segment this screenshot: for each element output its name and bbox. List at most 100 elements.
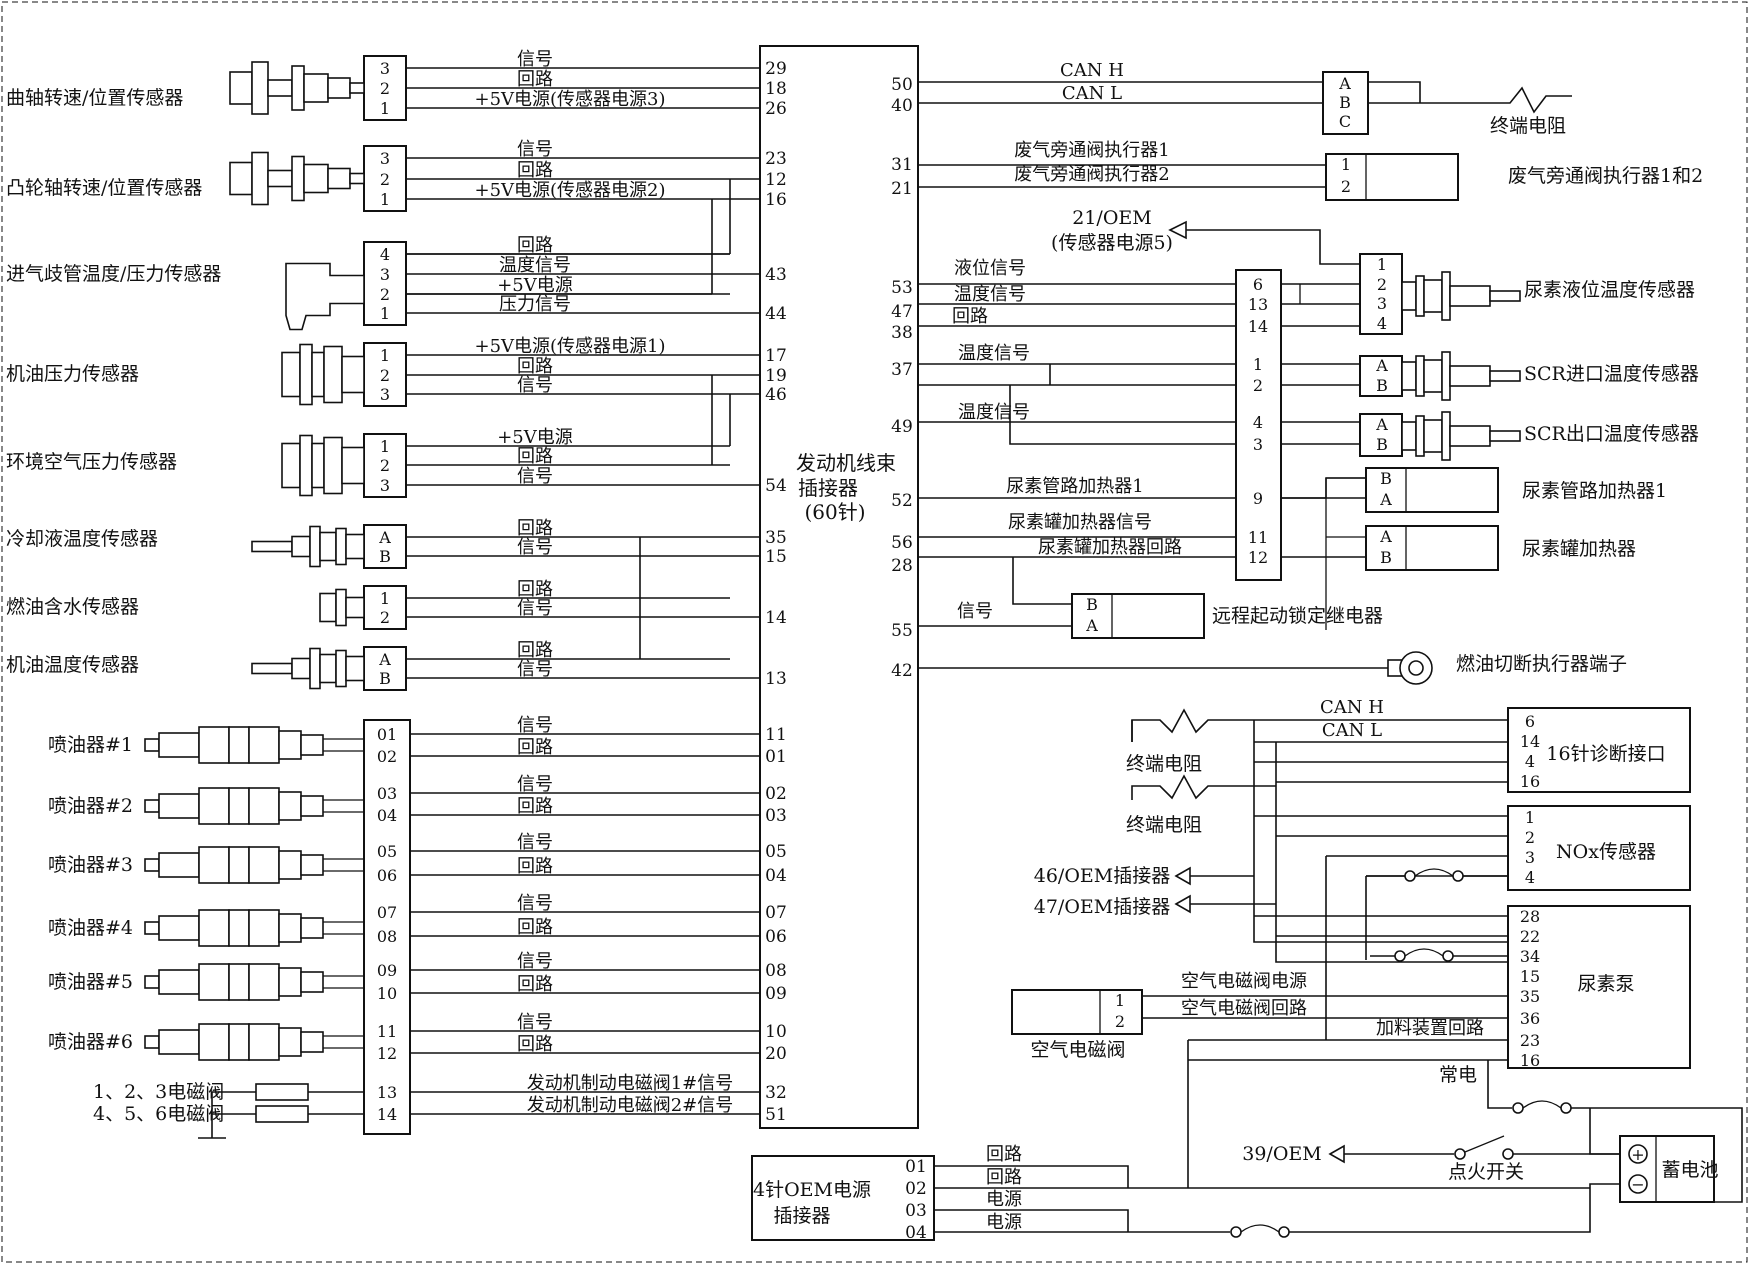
wastegate-wire-2: 废气旁通阀执行器2 bbox=[1014, 164, 1169, 185]
battery-plus-icon bbox=[1628, 1144, 1648, 1164]
wire-relay-sig: 信号 bbox=[957, 601, 993, 622]
fuse-oem-icon bbox=[1230, 1224, 1290, 1238]
tank-heater-label: 尿素罐加热器 bbox=[1522, 538, 1636, 560]
ecu-pin-51: 51 bbox=[765, 1105, 787, 1125]
air-cav-2: 2 bbox=[1115, 1012, 1125, 1031]
oem-21-label: 21/OEM bbox=[1072, 207, 1151, 229]
oem-pin-04: 04 bbox=[905, 1223, 927, 1243]
wire-label-coolant-1: 信号 bbox=[517, 537, 553, 558]
inj-wire-label-10: 回路 bbox=[517, 974, 553, 995]
inj-wire-label-08: 回路 bbox=[517, 917, 553, 938]
sensor-label-coolant: 冷却液温度传感器 bbox=[6, 528, 158, 550]
inj-cav-02: 02 bbox=[377, 747, 397, 766]
hub-cav-14: 14 bbox=[1248, 317, 1268, 336]
wire-label-oilt-1: 信号 bbox=[517, 659, 553, 680]
nox-cav-4: 4 bbox=[1525, 868, 1535, 887]
cavity-oilp-2: 2 bbox=[380, 366, 390, 385]
pin-40: 40 bbox=[891, 96, 913, 116]
fuel-cut-label: 燃油切断执行器端子 bbox=[1456, 653, 1627, 675]
diag-label: 16针诊断接口 bbox=[1546, 743, 1665, 765]
diag-cav-14: 14 bbox=[1520, 732, 1540, 751]
term2-label: 终端电阻 bbox=[1126, 814, 1202, 836]
wire-label-oilp-2: 信号 bbox=[517, 375, 553, 396]
wire-label-crank-2: +5V电源(传感器电源3) bbox=[474, 89, 665, 110]
nox-cav-3: 3 bbox=[1525, 848, 1535, 867]
ecu-subtitle: 插接器 bbox=[798, 476, 858, 500]
inj-cav-08: 08 bbox=[377, 927, 397, 946]
inj-wire-label-01: 信号 bbox=[517, 715, 553, 736]
inj-wire-label-09: 信号 bbox=[517, 951, 553, 972]
oem39-label: 39/OEM bbox=[1242, 1143, 1321, 1165]
ecu-pin-16: 16 bbox=[765, 190, 787, 210]
air-solenoid-box bbox=[1011, 989, 1143, 1035]
ignition-switch-icon bbox=[1454, 1135, 1514, 1160]
tank-heater-box bbox=[1365, 525, 1499, 571]
ecu-pin-23: 23 bbox=[765, 149, 787, 169]
connector-water bbox=[363, 585, 407, 630]
cavity-water-2: 2 bbox=[380, 608, 390, 627]
cavity-cam-1: 1 bbox=[380, 190, 390, 209]
wire-level: 液位信号 bbox=[954, 258, 1026, 279]
ecu-pin-17: 17 bbox=[765, 346, 787, 366]
urea-level-cav-4: 4 bbox=[1377, 314, 1387, 333]
wire-tank-ret: 尿素罐加热器回路 bbox=[1038, 537, 1182, 558]
ecu-pin-18: 18 bbox=[765, 79, 787, 99]
can-terminator-label: 终端电阻 bbox=[1490, 115, 1566, 137]
diag-can-l: CAN L bbox=[1322, 720, 1382, 741]
terminator-2-wire bbox=[1131, 774, 1276, 800]
cavity-crank-2: 2 bbox=[380, 79, 390, 98]
ecu-pin-54: 54 bbox=[765, 476, 787, 496]
air-cav-1: 1 bbox=[1115, 991, 1125, 1010]
inj-wire-label-06: 回路 bbox=[517, 856, 553, 877]
ecu-pin-count: (60针) bbox=[804, 500, 865, 524]
cavity-cam-3: 3 bbox=[380, 149, 390, 168]
battery-minus-icon bbox=[1628, 1174, 1648, 1194]
ground-icon bbox=[198, 1092, 226, 1139]
pin-37: 37 bbox=[891, 360, 913, 380]
cavity-intake-2: 2 bbox=[380, 285, 390, 304]
scr-out-cav-a: A bbox=[1375, 415, 1388, 434]
can-cav-c: C bbox=[1339, 112, 1351, 131]
air-power-label: 空气电磁阀电源 bbox=[1181, 971, 1307, 992]
pump-cav-28: 28 bbox=[1520, 907, 1540, 926]
diag-cav-16: 16 bbox=[1520, 772, 1540, 791]
brake-wire-label-14: 发动机制动电磁阀2#信号 bbox=[527, 1095, 734, 1116]
ecu-pin-06: 06 bbox=[765, 927, 787, 947]
fuel-cut-terminal-icon bbox=[1387, 651, 1433, 685]
inj-cav-06: 06 bbox=[377, 866, 397, 885]
diag-can-h: CAN H bbox=[1320, 697, 1384, 718]
wire-label-water-1: 信号 bbox=[517, 598, 553, 619]
scr-out-label: SCR出口温度传感器 bbox=[1524, 423, 1699, 445]
ecu-pin-11: 11 bbox=[765, 725, 787, 745]
inj-cav-05: 05 bbox=[377, 842, 397, 861]
wire-label-crank-0: 信号 bbox=[517, 49, 553, 70]
ecu-pin-12: 12 bbox=[765, 170, 787, 190]
oem-pin-02: 02 bbox=[905, 1179, 927, 1199]
inj-cav-03: 03 bbox=[377, 784, 397, 803]
oem-21-sub: (传感器电源5) bbox=[1051, 232, 1173, 254]
can-cav-b: B bbox=[1339, 93, 1351, 112]
fuse-nox-icon bbox=[1404, 868, 1464, 882]
cavity-oilp-1: 1 bbox=[380, 346, 390, 365]
hub-cav-2: 2 bbox=[1253, 376, 1263, 395]
oem-wire-02: 回路 bbox=[986, 1167, 1022, 1188]
air-solenoid-label: 空气电磁阀 bbox=[1030, 1039, 1125, 1061]
oem47-label: 47/OEM插接器 bbox=[1034, 896, 1170, 918]
sensor-label-cam: 凸轮轴转速/位置传感器 bbox=[6, 177, 202, 199]
pin-28: 28 bbox=[891, 556, 913, 576]
hub-cav-11: 11 bbox=[1248, 528, 1268, 547]
battery-label: 蓄电池 bbox=[1661, 1159, 1718, 1181]
pipe-heater-box bbox=[1365, 467, 1499, 513]
connector-oilt bbox=[363, 646, 407, 691]
nox-cav-1: 1 bbox=[1525, 808, 1535, 827]
urea-pump-box bbox=[1507, 905, 1691, 1069]
brake-wire-label-13: 发动机制动电磁阀1#信号 bbox=[527, 1073, 734, 1094]
ecu-pin-46: 46 bbox=[765, 385, 787, 405]
wastegate-cav-1: 1 bbox=[1341, 155, 1351, 174]
